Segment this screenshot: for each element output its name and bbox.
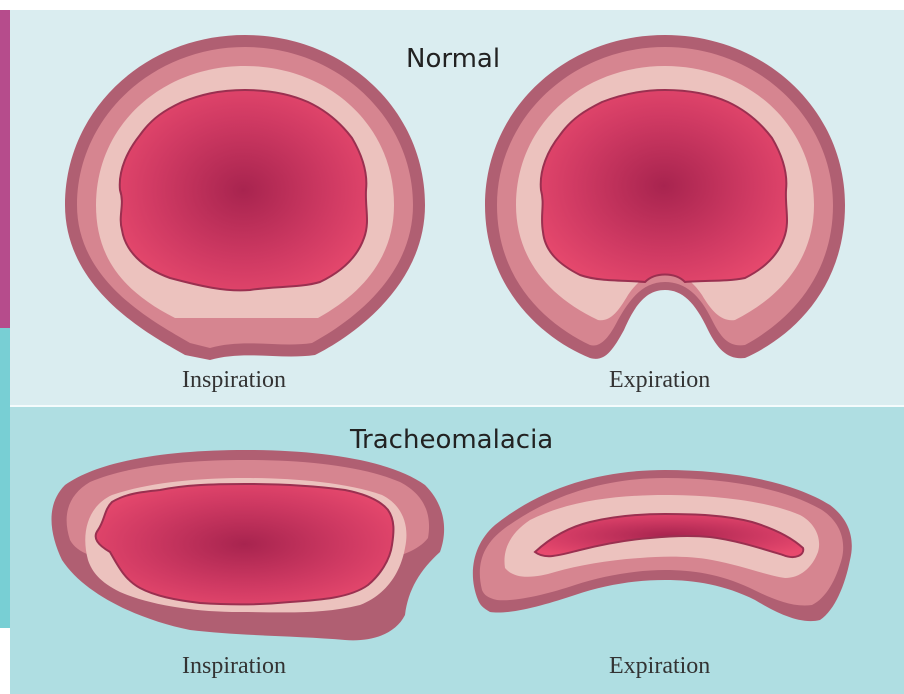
normal-expiration-caption: Expiration (609, 367, 710, 394)
lumen (96, 484, 394, 604)
normal-title: Normal (406, 44, 500, 74)
tracheomalacia-inspiration-caption: Inspiration (182, 653, 286, 680)
lumen (541, 90, 787, 282)
normal-inspiration-caption: Inspiration (182, 367, 286, 394)
tracheomalacia-inspiration-cross-section (51, 450, 444, 640)
lumen (120, 90, 367, 290)
tracheomalacia-expiration-caption: Expiration (609, 653, 710, 680)
normal-inspiration-cross-section (65, 35, 425, 360)
normal-expiration-cross-section (395, 35, 845, 359)
tracheomalacia-expiration-cross-section (473, 470, 852, 621)
tracheomalacia-title: Tracheomalacia (350, 425, 553, 455)
